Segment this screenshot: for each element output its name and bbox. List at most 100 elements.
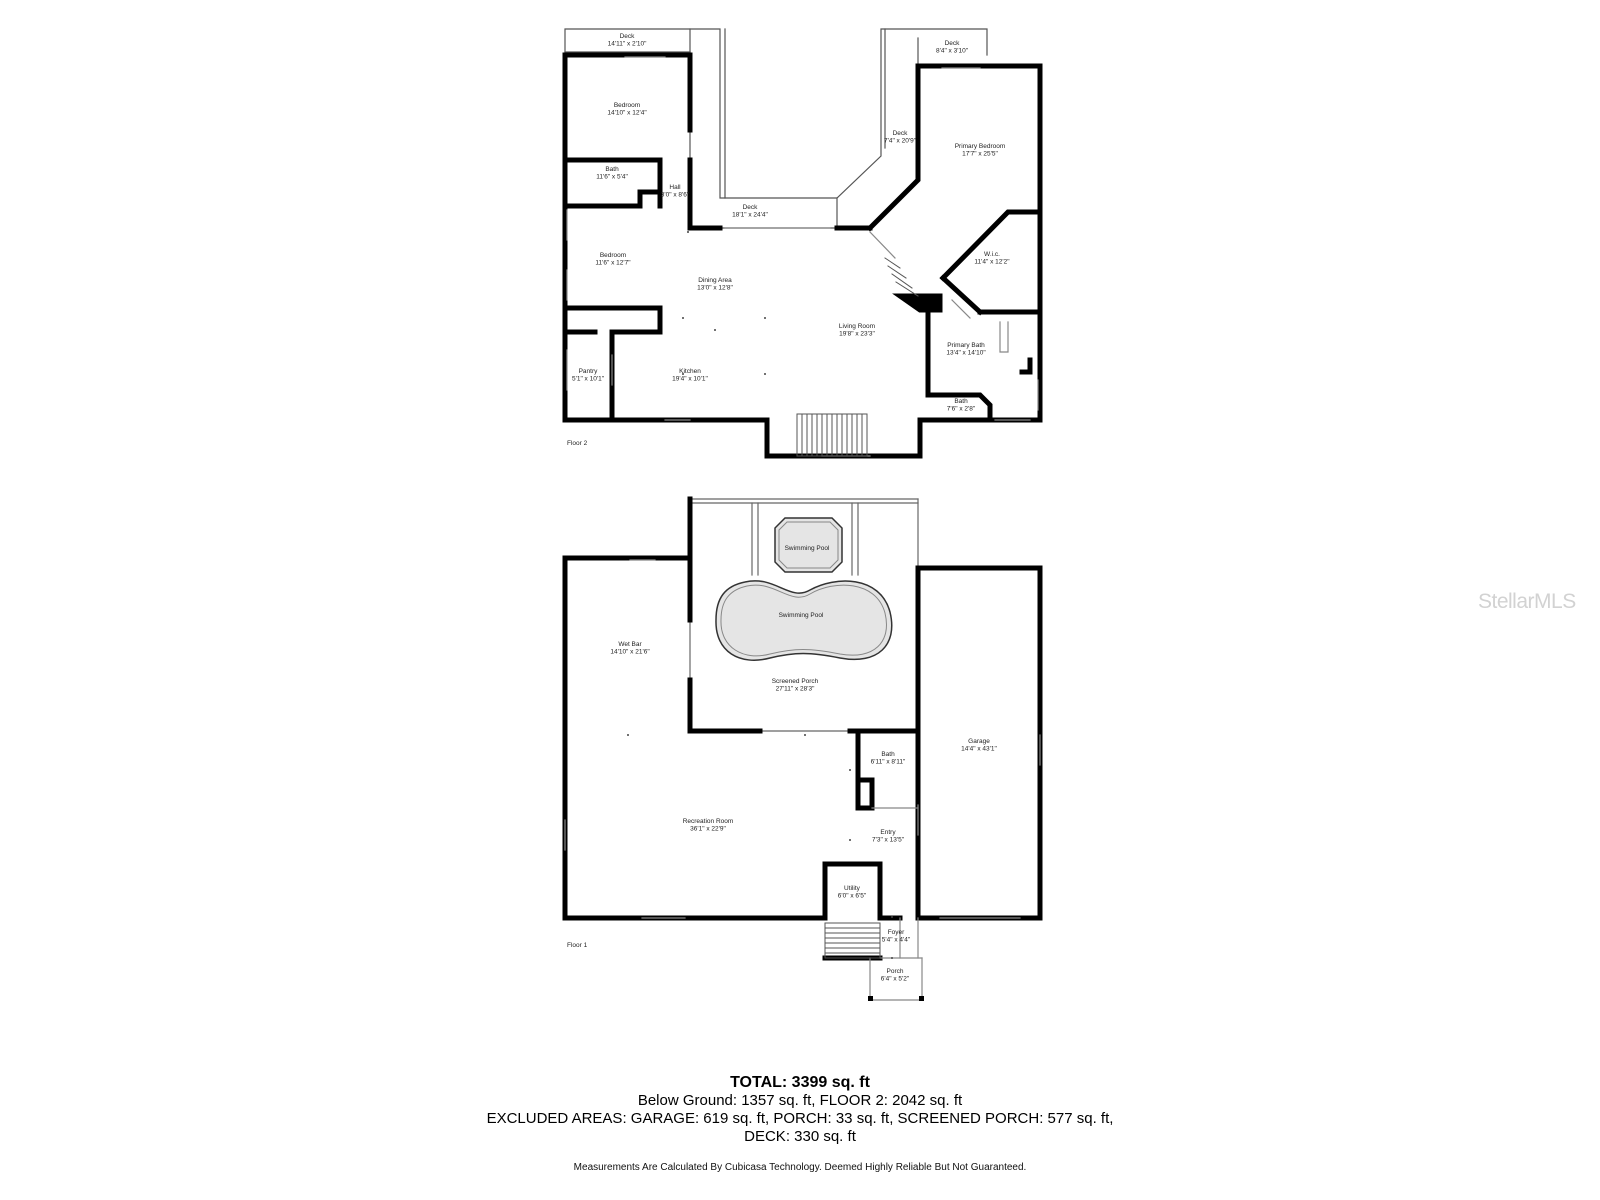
room-name: Hall bbox=[669, 184, 681, 191]
room-name: Foyer bbox=[888, 929, 905, 936]
room-label: W.i.c.11'4" x 12'2" bbox=[974, 251, 1010, 266]
room-name: Wet Bar bbox=[618, 641, 642, 648]
room-dims: 8'4" x 3'10" bbox=[936, 48, 969, 55]
room-dims: 5'4" x 4'4" bbox=[882, 937, 911, 944]
floor-1-pool-inner bbox=[720, 521, 887, 657]
room-name: Living Room bbox=[839, 323, 875, 330]
room-dims: 36'1" x 22'9" bbox=[690, 826, 726, 833]
room-name: Deck bbox=[743, 204, 759, 211]
floor-1-openings bbox=[564, 559, 1041, 1001]
room-name: Bath bbox=[881, 751, 895, 758]
room-dims: 7'6" x 2'8" bbox=[947, 406, 976, 413]
room-dims: 11'6" x 5'4" bbox=[596, 174, 628, 181]
floor-2-label: Floor 2 bbox=[567, 440, 588, 447]
room-name: W.i.c. bbox=[984, 251, 1000, 258]
room-name: Deck bbox=[893, 130, 909, 137]
room-name: Dining Area bbox=[698, 277, 732, 284]
room-dims: 13'0" x 12'8" bbox=[697, 285, 733, 292]
room-dims: 11'6" x 12'7" bbox=[595, 260, 631, 267]
room-name: Deck bbox=[620, 33, 636, 40]
room-name: Utility bbox=[844, 885, 861, 892]
room-name: Deck bbox=[945, 40, 961, 47]
room-dims: 3'0" x 8'6" bbox=[661, 192, 690, 199]
room-dims: 18'1" x 24'4" bbox=[732, 212, 768, 219]
floor-2-plan bbox=[562, 28, 1043, 459]
room-dims: 14'11" x 2'10" bbox=[608, 41, 647, 48]
room-dims: 6'4" x 5'2" bbox=[881, 976, 910, 983]
watermark-logo: StellarMLS bbox=[1478, 590, 1576, 613]
room-name: Primary Bath bbox=[947, 342, 985, 349]
room-dims: 19'4" x 10'1" bbox=[672, 376, 708, 383]
floor-1-screened-porch-frame bbox=[689, 498, 919, 732]
floor-1-label: Floor 1 bbox=[567, 942, 588, 949]
floor-1-pools bbox=[715, 517, 893, 661]
room-dims: 5'1" x 10'1" bbox=[572, 376, 605, 383]
floor-2-stairs bbox=[796, 257, 919, 457]
room-dims: 6'11" x 8'11" bbox=[871, 759, 906, 766]
floor-1-fixture-dots bbox=[627, 734, 893, 959]
room-name: Pantry bbox=[579, 368, 599, 375]
floor-2-deck-railings bbox=[564, 28, 988, 229]
area-summary: TOTAL: 3399 sq. ft Below Ground: 1357 sq… bbox=[0, 1073, 1600, 1146]
excluded-areas: EXCLUDED AREAS: GARAGE: 619 sq. ft, PORC… bbox=[486, 1110, 1114, 1127]
room-name: Screened Porch bbox=[772, 678, 819, 685]
floor-1-porch-posts bbox=[868, 996, 924, 1001]
room-name: Bedroom bbox=[614, 102, 640, 109]
floor-1-plan bbox=[562, 496, 1043, 1001]
room-name: Porch bbox=[887, 968, 904, 975]
room-name: Garage bbox=[968, 738, 990, 745]
room-name: Entry bbox=[880, 829, 896, 836]
total-area: TOTAL: 3399 sq. ft bbox=[730, 1074, 870, 1091]
room-dims: 27'11" x 28'3" bbox=[776, 686, 815, 693]
room-dims: 11'4" x 12'2" bbox=[974, 259, 1010, 266]
floor-2-fixture-dots bbox=[682, 231, 766, 375]
room-dims: 14'4" x 43'1" bbox=[961, 746, 997, 753]
room-dims: 7'4" x 20'9" bbox=[884, 138, 917, 145]
room-name: Primary Bedroom bbox=[955, 143, 1006, 150]
room-name: Bedroom bbox=[600, 252, 626, 259]
room-dims: 7'3" x 13'5" bbox=[872, 837, 905, 844]
disclaimer: Measurements Are Calculated By Cubicasa … bbox=[573, 1162, 1027, 1173]
pool-label: Swimming Pool bbox=[785, 545, 830, 552]
room-dims: 17'7" x 25'5" bbox=[962, 151, 998, 158]
floor-1-stairs bbox=[824, 922, 881, 959]
room-name: Recreation Room bbox=[683, 818, 734, 825]
room-dims: 19'8" x 23'3" bbox=[839, 331, 875, 338]
room-dims: 6'0" x 6'5" bbox=[838, 893, 867, 900]
room-name: Bath bbox=[605, 166, 619, 173]
room-name: Kitchen bbox=[679, 368, 701, 375]
area-breakdown: Below Ground: 1357 sq. ft, FLOOR 2: 2042… bbox=[637, 1092, 963, 1109]
pool-label: Swimming Pool bbox=[779, 612, 824, 619]
floor-2-walls bbox=[562, 52, 1043, 459]
room-name: Bath bbox=[954, 398, 968, 405]
room-dims: 14'10" x 12'4" bbox=[607, 110, 647, 117]
room-dims: 13'4" x 14'10" bbox=[946, 350, 986, 357]
excluded-areas-continued: DECK: 330 sq. ft bbox=[744, 1128, 856, 1145]
